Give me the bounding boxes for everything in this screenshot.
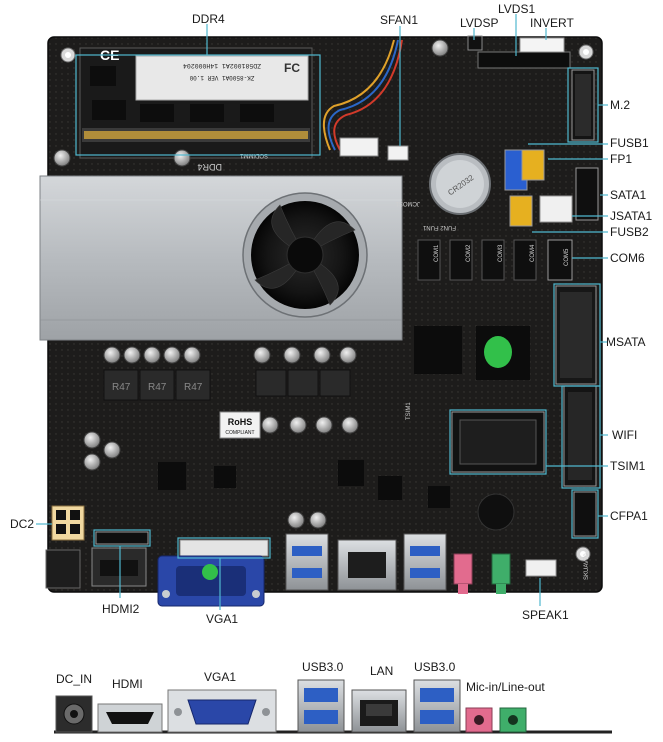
board-vga-port bbox=[157, 539, 269, 607]
label-usb30-left: USB3.0 bbox=[302, 660, 344, 674]
rohs-sub: COMPLIANT bbox=[225, 430, 254, 436]
board-audio bbox=[453, 553, 511, 594]
cmos-battery: CR2032 bbox=[429, 153, 491, 215]
label-invert: INVERT bbox=[530, 16, 574, 30]
rohs-text: RoHS bbox=[228, 417, 253, 427]
board-dc-jack bbox=[45, 549, 81, 589]
fp1-header bbox=[521, 149, 545, 181]
io-lan bbox=[351, 689, 407, 733]
label-lan: LAN bbox=[370, 664, 394, 678]
label-sfan1: SFAN1 bbox=[380, 13, 419, 27]
com6-header bbox=[547, 239, 573, 281]
com3-silk: COM3 bbox=[498, 244, 504, 262]
label-hdmi2: HDMI2 bbox=[102, 602, 140, 616]
com2-silk: COM2 bbox=[466, 244, 472, 262]
fcc-mark: FC bbox=[284, 61, 300, 75]
label-dc2: DC2 bbox=[10, 517, 35, 531]
io-panel bbox=[54, 679, 612, 734]
label-tsim1: TSIM1 bbox=[610, 459, 646, 473]
inductor-label-3: R47 bbox=[184, 382, 203, 393]
ddr4-silk: DDR4 bbox=[197, 162, 222, 172]
label-m2: M.2 bbox=[610, 98, 631, 112]
com4-silk: COM4 bbox=[530, 244, 536, 262]
io-dc-in bbox=[55, 695, 93, 733]
label-fusb2: FUSB2 bbox=[610, 225, 649, 239]
label-vga1-bottom: VGA1 bbox=[204, 670, 237, 684]
jsata1-connector bbox=[539, 195, 573, 223]
capacitors bbox=[53, 39, 449, 529]
ram-sticker-line1: ZD581002A1 14H000204 bbox=[183, 62, 261, 69]
fusb2-header bbox=[509, 195, 533, 227]
label-vga1-top: VGA1 bbox=[206, 612, 239, 626]
hdmi2-header bbox=[95, 531, 149, 545]
ram-sticker-line2: ZK-8500A1 VER 1.00 bbox=[189, 74, 254, 81]
sata1-connector bbox=[575, 167, 599, 221]
label-ddr4: DDR4 bbox=[192, 12, 225, 26]
board-usb-left bbox=[285, 533, 329, 591]
inductor-label-2: R47 bbox=[148, 382, 167, 393]
chip-e bbox=[378, 476, 402, 500]
label-lvdsp: LVDSP bbox=[460, 16, 499, 30]
callout-lines bbox=[36, 14, 608, 610]
speak1-connector bbox=[525, 559, 557, 577]
chip-b bbox=[214, 466, 236, 488]
model-side-silk: SKUAV70 bbox=[584, 553, 590, 580]
cpu-fan bbox=[242, 192, 368, 318]
chip-c bbox=[338, 460, 364, 486]
dc2-connector bbox=[51, 505, 85, 541]
board-lan bbox=[337, 539, 397, 591]
io-audio bbox=[465, 707, 527, 733]
label-jsata1: JSATA1 bbox=[610, 209, 653, 223]
sfan1-connector bbox=[323, 39, 409, 161]
chip-a bbox=[158, 462, 186, 490]
com5-silk: COM5 bbox=[564, 248, 570, 266]
label-usb30-right: USB3.0 bbox=[414, 660, 456, 674]
label-dc-in: DC_IN bbox=[56, 672, 93, 686]
label-cfpa1: CFPA1 bbox=[610, 509, 648, 523]
tsim-silk: TSIM1 bbox=[406, 402, 412, 420]
invert-connector bbox=[519, 37, 565, 53]
com-headers bbox=[417, 239, 537, 281]
label-wifi: WIFI bbox=[612, 428, 638, 442]
jcmos-silk: JCMOS1 bbox=[395, 200, 420, 206]
io-usb-right bbox=[413, 679, 461, 733]
label-hdmi: HDMI bbox=[112, 677, 143, 691]
cfpa1-header bbox=[573, 491, 597, 537]
board-usb-right bbox=[403, 533, 447, 591]
io-usb-left bbox=[297, 679, 345, 733]
label-lvds1: LVDS1 bbox=[498, 2, 536, 16]
buzzer bbox=[477, 493, 515, 531]
io-hdmi bbox=[97, 703, 163, 733]
lvdsp-header bbox=[467, 35, 483, 51]
label-fusb1: FUSB1 bbox=[610, 136, 649, 150]
inductor-label-1: R47 bbox=[112, 382, 131, 393]
label-msata: MSATA bbox=[606, 335, 646, 349]
label-speak1: SPEAK1 bbox=[522, 608, 569, 622]
io-vga bbox=[167, 689, 277, 733]
ddr4-slot: ZD581002A1 14H000204 ZK-8500A1 VER 1.00 … bbox=[79, 47, 313, 172]
label-sata1: SATA1 bbox=[610, 188, 647, 202]
rohs-badge bbox=[219, 411, 261, 439]
label-mic-line: Mic-in/Line-out bbox=[466, 680, 545, 694]
label-fp1: FP1 bbox=[610, 152, 633, 166]
inductors bbox=[103, 369, 351, 401]
chip-d bbox=[428, 486, 450, 508]
com1-silk: COM1 bbox=[434, 244, 440, 262]
lvds1-header bbox=[477, 51, 571, 69]
fun-silk: FUN2 FUN1 bbox=[422, 224, 456, 230]
label-com6: COM6 bbox=[610, 251, 645, 265]
